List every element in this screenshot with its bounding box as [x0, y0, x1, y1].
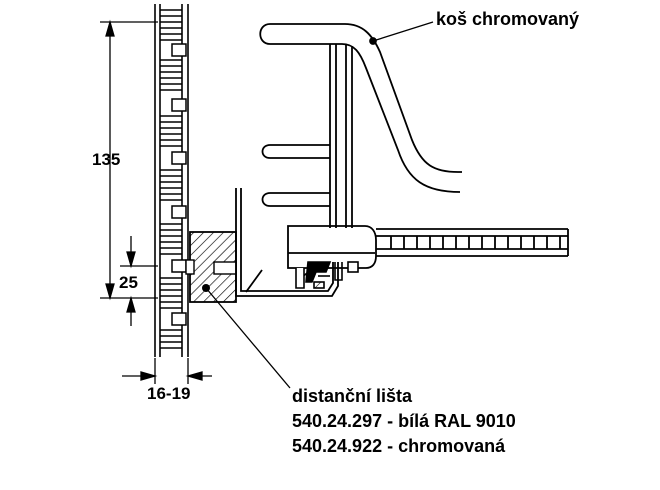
mounting-bracket [235, 188, 339, 297]
wall-perforation [160, 9, 182, 349]
spacer-strip [185, 231, 237, 303]
basket-bottom [287, 225, 569, 269]
cabinet-side-wall [154, 4, 189, 357]
wall-slots [171, 43, 187, 326]
dimension-25-label: 25 [119, 273, 138, 292]
dimension-135-label: 135 [92, 150, 120, 169]
basket-label: koš chromovaný [436, 9, 579, 29]
dimension-16-19-label: 16-19 [147, 384, 190, 403]
spacer-label: distanční lišta [292, 386, 413, 406]
chrome-basket [259, 23, 462, 228]
spacer-chrome-label: 540.24.922 - chromovaná [292, 436, 506, 456]
spacer-white-label: 540.24.297 - bílá RAL 9010 [292, 411, 516, 431]
dimension-horizontal [122, 358, 212, 384]
basket-clip [295, 261, 359, 289]
leader-lines [205, 21, 434, 389]
dimension-vertical [100, 19, 158, 326]
